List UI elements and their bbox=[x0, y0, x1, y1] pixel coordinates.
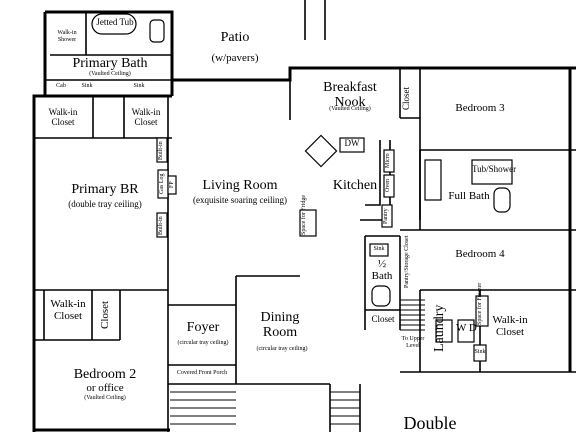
closet-top-label: Closet bbox=[401, 86, 411, 110]
primary-br-label: Primary BR bbox=[71, 182, 139, 197]
closet-bed2-label: Closet bbox=[99, 300, 111, 330]
primary-br-note: (double tray ceiling) bbox=[68, 199, 142, 209]
fixtures bbox=[91, 13, 513, 362]
fp-label: FP bbox=[169, 181, 175, 189]
walk-in-closet-b4: Walk-in Closet bbox=[492, 314, 528, 339]
space-freezer-label: Space for Freezer bbox=[477, 282, 483, 325]
half-bath-label: Bath bbox=[371, 270, 393, 282]
exterior-walls bbox=[32, 10, 576, 432]
dw-label: DW bbox=[344, 138, 360, 148]
gas-log: Gas Log bbox=[159, 173, 165, 195]
cab-label: Cab bbox=[56, 83, 66, 89]
walk-in-closet-right: Walk-in Closet bbox=[131, 107, 161, 127]
sink-b-label: Sink bbox=[133, 83, 145, 89]
stairs-label: To Upper Level bbox=[401, 336, 425, 349]
covered-porch-label: Covered Front Porch bbox=[176, 370, 228, 376]
primary-bath-label: Primary Bath bbox=[72, 56, 148, 71]
patio-label: Patio bbox=[220, 30, 250, 45]
pantry-label: Pantry bbox=[383, 208, 389, 224]
bedroom2-label: Bedroom 2 bbox=[73, 367, 137, 382]
living-room-note: (exquisite soaring ceiling) bbox=[193, 195, 287, 205]
dining-room-note: (circular tray ceiling) bbox=[256, 346, 308, 352]
space-fridge-label: Space for Fridge bbox=[301, 195, 307, 235]
full-bath-label: Full Bath bbox=[448, 190, 490, 202]
wd-label: W D bbox=[456, 322, 477, 334]
stairs bbox=[170, 299, 425, 425]
breakfast-nook-label: Breakfast Nook bbox=[323, 80, 377, 111]
tub-shower-label: Tub/Shower bbox=[472, 164, 517, 174]
double-label: Double bbox=[403, 413, 457, 433]
kitchen-label: Kitchen bbox=[332, 178, 378, 193]
bedroom2-note: (Vaulted Ceiling) bbox=[84, 395, 126, 401]
breakfast-nook-note: (Vaulted Ceiling) bbox=[329, 106, 371, 112]
sink-a-label: Sink bbox=[81, 83, 93, 89]
primary-bath-note: (Vaulted Ceiling) bbox=[89, 71, 131, 77]
living-room-label: Living Room bbox=[202, 178, 278, 193]
sink-half-bath: Sink bbox=[373, 246, 385, 252]
pantry-storage-label: Pantry/Storage Closet bbox=[404, 235, 410, 289]
micro-label: Micro bbox=[385, 153, 391, 169]
foyer-label: Foyer bbox=[186, 320, 220, 335]
laundry-label: Laundry bbox=[432, 304, 447, 352]
foyer-note: (circular tray ceiling) bbox=[177, 340, 229, 346]
built-in-bottom: Built-in bbox=[158, 216, 164, 236]
walk-in-closet-bed2: Walk-in Closet bbox=[50, 298, 86, 323]
jetted-tub-label: Jetted Tub bbox=[96, 17, 134, 27]
dining-room-label: Dining Room bbox=[260, 310, 300, 341]
oven-label: Oven bbox=[385, 179, 391, 193]
walk-in-shower-label: Walk-in Shower bbox=[57, 30, 77, 43]
bedroom3-label: Bedroom 3 bbox=[455, 102, 505, 114]
closet-bath-label: Closet bbox=[371, 314, 395, 324]
bedroom4-label: Bedroom 4 bbox=[455, 248, 505, 260]
half-bath-num: ½ bbox=[377, 258, 387, 270]
sink-laundry: Sink bbox=[474, 349, 486, 355]
bedroom2-sub: or office bbox=[86, 382, 124, 394]
built-in-top: Built-in bbox=[158, 141, 164, 161]
walk-in-closet-left: Walk-in Closet bbox=[48, 107, 78, 127]
patio-note: (w/pavers) bbox=[211, 52, 259, 64]
